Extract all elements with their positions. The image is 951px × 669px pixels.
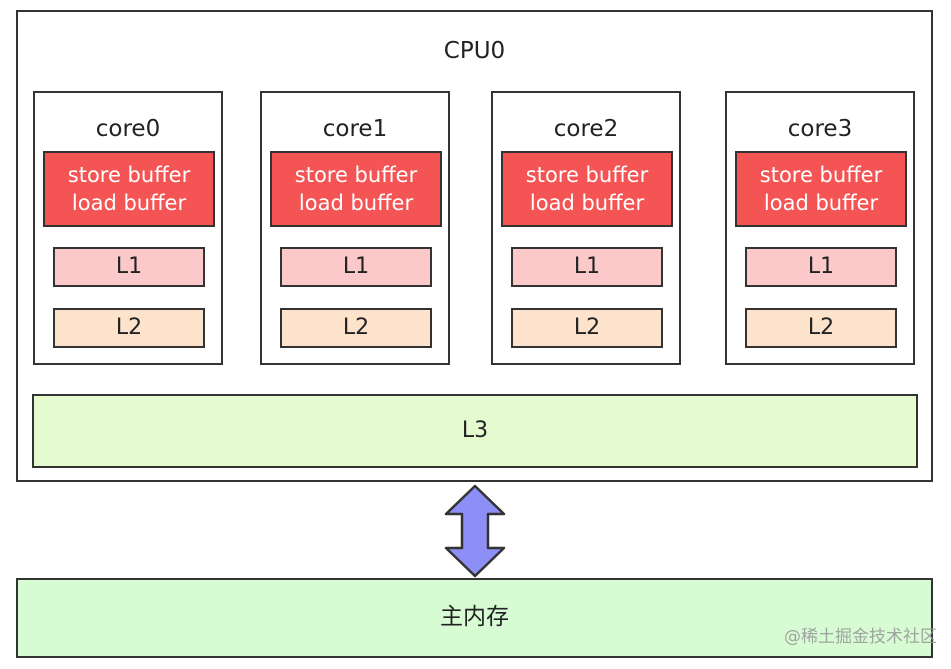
watermark-text: @稀土掘金技术社区 (784, 627, 937, 647)
l1-cache-box: L1 (745, 247, 897, 287)
core-box-3: core3 store buffer load buffer L1 L2 (725, 91, 915, 365)
load-buffer-label: load buffer (763, 191, 879, 215)
store-load-buffer-box: store buffer load buffer (270, 151, 442, 227)
load-buffer-label: load buffer (71, 191, 187, 215)
l2-cache-box: L2 (511, 308, 663, 348)
core-box-1: core1 store buffer load buffer L1 L2 (260, 91, 450, 365)
core-box-2: core2 store buffer load buffer L1 L2 (491, 91, 681, 365)
store-load-buffer-box: store buffer load buffer (501, 151, 673, 227)
load-buffer-label: load buffer (298, 191, 414, 215)
l1-cache-box: L1 (511, 247, 663, 287)
store-buffer-label: store buffer (759, 163, 883, 187)
l2-cache-box: L2 (280, 308, 432, 348)
core-box-0: core0 store buffer load buffer L1 L2 (33, 91, 223, 365)
store-buffer-label: store buffer (67, 163, 191, 187)
l2-cache-box: L2 (745, 308, 897, 348)
main-memory-box: 主内存 (16, 578, 933, 658)
core-title: core0 (95, 116, 161, 142)
load-buffer-label: load buffer (529, 191, 645, 215)
store-load-buffer-box: store buffer load buffer (43, 151, 215, 227)
core-title: core3 (787, 116, 853, 142)
double-headed-vertical-arrow-icon (444, 484, 506, 578)
l1-cache-box: L1 (53, 247, 205, 287)
cpu-box: CPU0 core0 store buffer load buffer L1 L… (16, 10, 933, 482)
core-title: core2 (553, 116, 619, 142)
store-buffer-label: store buffer (525, 163, 649, 187)
store-load-buffer-box: store buffer load buffer (735, 151, 907, 227)
l2-cache-box: L2 (53, 308, 205, 348)
l3-cache-box: L3 (32, 394, 918, 468)
l1-cache-box: L1 (280, 247, 432, 287)
store-buffer-label: store buffer (294, 163, 418, 187)
core-title: core1 (322, 116, 388, 142)
arrow-shape (444, 484, 506, 578)
cpu-title: CPU0 (443, 38, 506, 64)
